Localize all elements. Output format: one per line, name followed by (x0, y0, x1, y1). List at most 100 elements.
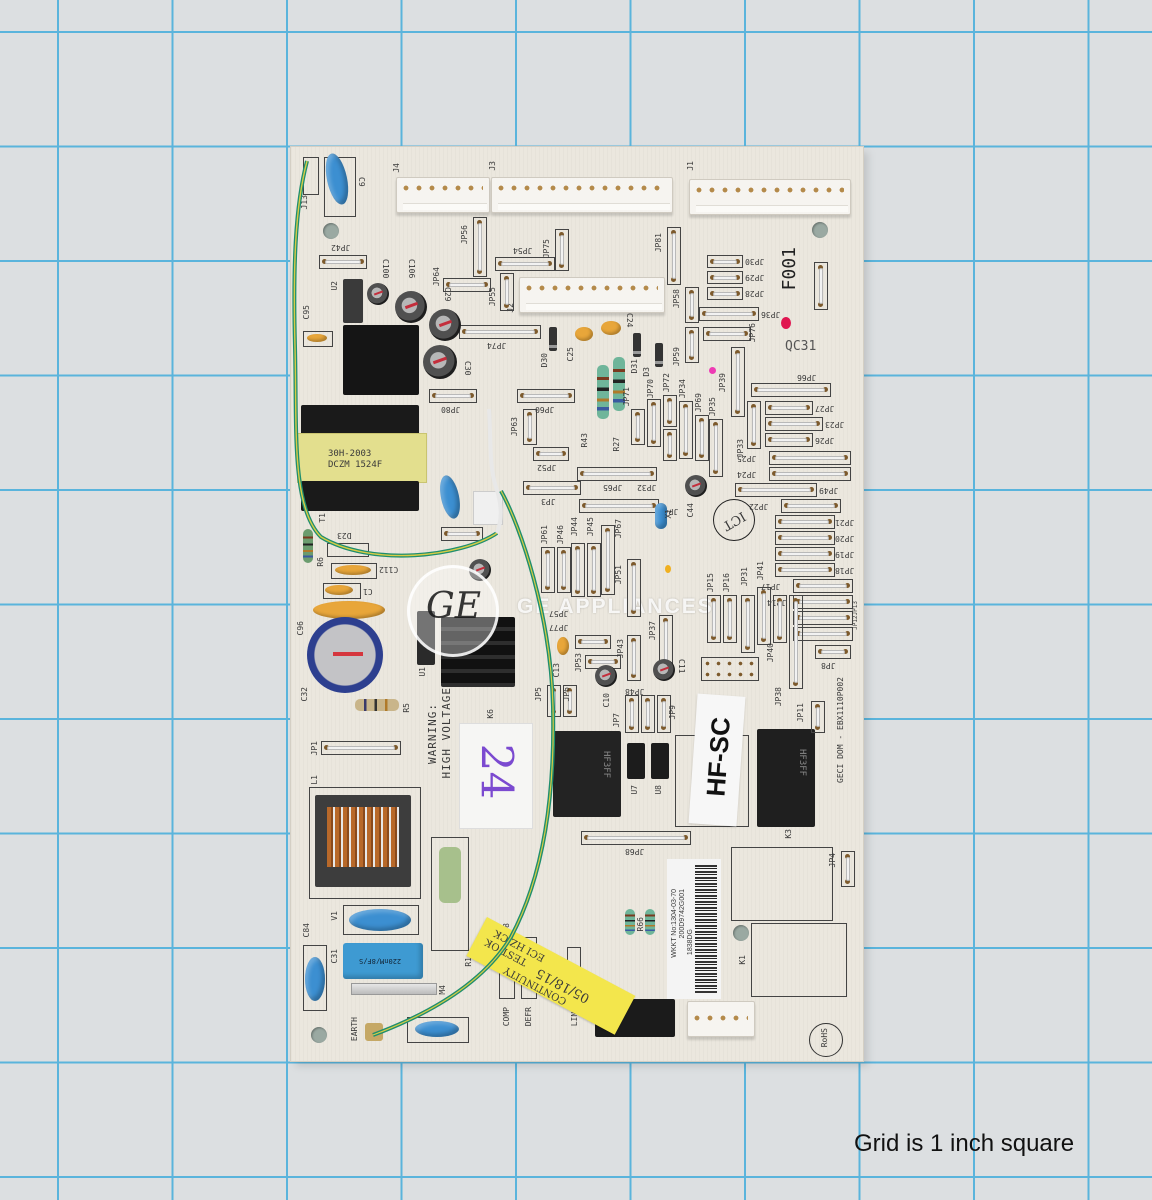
mounting-hole (812, 222, 828, 238)
transformer-label-line2: DCZM 1524F (328, 460, 383, 470)
capacitor-c100 (367, 283, 389, 305)
jumper-jp56 (473, 217, 487, 277)
c112-outline (331, 563, 377, 579)
jumper-jp67 (601, 525, 615, 595)
jumper-jp40 (773, 595, 787, 643)
jumper-jp25 (769, 451, 851, 465)
label-c100: C100 (381, 259, 390, 279)
jumper-jp65 (577, 467, 657, 481)
capacitor-c24 (601, 321, 621, 335)
jumper-jp60 (517, 389, 575, 403)
jumper-jp3 (523, 481, 581, 495)
jumper-jp20 (775, 531, 835, 545)
jumper-jp44 (571, 543, 585, 597)
c-bottom-outline (407, 1017, 469, 1043)
crystal-x1 (655, 503, 667, 529)
label-c106: C106 (407, 259, 416, 279)
earth-terminal (365, 1023, 383, 1041)
ge-appliances-watermark: GE APPLIANCES (517, 595, 714, 618)
transformer-label-line1: 30H-2003 (328, 449, 372, 459)
jumper-jp76 (703, 327, 751, 341)
jumper-jp59 (685, 327, 699, 363)
jumper-jp30 (707, 255, 743, 268)
diode-d31 (633, 333, 641, 357)
relay-k3-brand: HF3FF (797, 749, 807, 777)
magenta-dot (709, 367, 716, 374)
jumper-jp74 (459, 325, 541, 339)
jumper-jp36 (699, 307, 759, 321)
jumper-jp13b (793, 627, 853, 641)
varistor-v1 (349, 909, 411, 931)
diode-d3 (655, 343, 663, 367)
capacitor-c96 (313, 601, 385, 619)
header-2x5 (701, 657, 759, 681)
jumper-jp8 (815, 645, 851, 659)
diode-d30 (549, 327, 557, 351)
r1-outline (431, 837, 469, 951)
barcode-label: WKKT No:1304-03-70 200D9742G001 1838DG (667, 859, 721, 999)
c84-outline (303, 945, 327, 1011)
label-c24: C24 (625, 313, 634, 328)
ict-stamp: ICT (713, 499, 755, 541)
jumper-jp49 (735, 483, 817, 497)
jumper-jp66 (751, 383, 831, 397)
jumper-jp42 (319, 255, 367, 269)
c32-polarity-stripe (333, 652, 363, 656)
earth-wire (292, 160, 556, 1037)
resistor-r43 (597, 365, 609, 419)
inductor-l1 (315, 795, 411, 887)
jumper-jp69 (695, 415, 709, 461)
resistor-r6 (303, 529, 313, 563)
capacitor-c13 (557, 637, 569, 655)
capacitor-c44 (685, 475, 707, 497)
ge-logo-watermark: GE (407, 565, 499, 657)
jumper-jp38 (789, 595, 803, 689)
jumper-jp75 (555, 229, 569, 271)
jumper-jp39 (731, 347, 745, 417)
grid-scale-caption: Grid is 1 inch square (854, 1130, 1075, 1157)
jumper-jp7b (641, 695, 655, 733)
capacitor-bottom (415, 1021, 459, 1037)
jumper-jp34 (679, 401, 693, 459)
optocoupler-u7 (627, 743, 645, 779)
jumper-jp51 (627, 559, 641, 617)
jumper-jp29 (707, 271, 743, 284)
capacitor-c25 (575, 327, 593, 341)
label-c29: C29 (443, 287, 452, 302)
connector-j3 (491, 177, 673, 213)
jumper-jp46 (557, 547, 571, 593)
resistor-r5 (355, 699, 399, 711)
jumper-jp22 (781, 499, 841, 513)
jumper-jp-under-cap (441, 527, 483, 541)
capacitor-c95 (307, 334, 327, 342)
red-qc-dot (781, 317, 791, 329)
jumper-jp54 (495, 257, 555, 271)
jumper-jp45 (587, 543, 601, 597)
label-c30: C30 (463, 361, 472, 376)
connector-j2 (519, 277, 665, 313)
jumper-jp15 (707, 595, 721, 643)
capacitor-c84 (305, 957, 325, 1001)
fuse-m4 (351, 983, 437, 995)
jumper-jp52 (533, 447, 569, 461)
ge-logo-text: GE (426, 586, 482, 627)
jumper-jp68 (581, 831, 691, 845)
mounting-hole (311, 1027, 327, 1043)
relay-k6: 24 (459, 723, 533, 829)
relay-k7: HF3FF (553, 731, 621, 817)
jumper-jp77 (575, 635, 611, 649)
jumper-jp7a (625, 695, 639, 733)
jumper-jp21 (775, 515, 835, 529)
jumper-jp64 (443, 278, 491, 292)
barcode (695, 865, 717, 993)
jumper-jp17 (793, 579, 853, 593)
c1-outline (323, 583, 361, 599)
transformer-t1: 30H-2003 DCZM 1524F (297, 433, 427, 483)
resistor-r66-b (645, 909, 655, 935)
yellow-dot (665, 565, 671, 573)
d23-outline (327, 543, 369, 557)
resistor-r66-a (625, 909, 635, 935)
transformer-core-bottom (301, 481, 419, 511)
jumper-jp43 (627, 635, 641, 681)
v1-outline (343, 905, 419, 935)
